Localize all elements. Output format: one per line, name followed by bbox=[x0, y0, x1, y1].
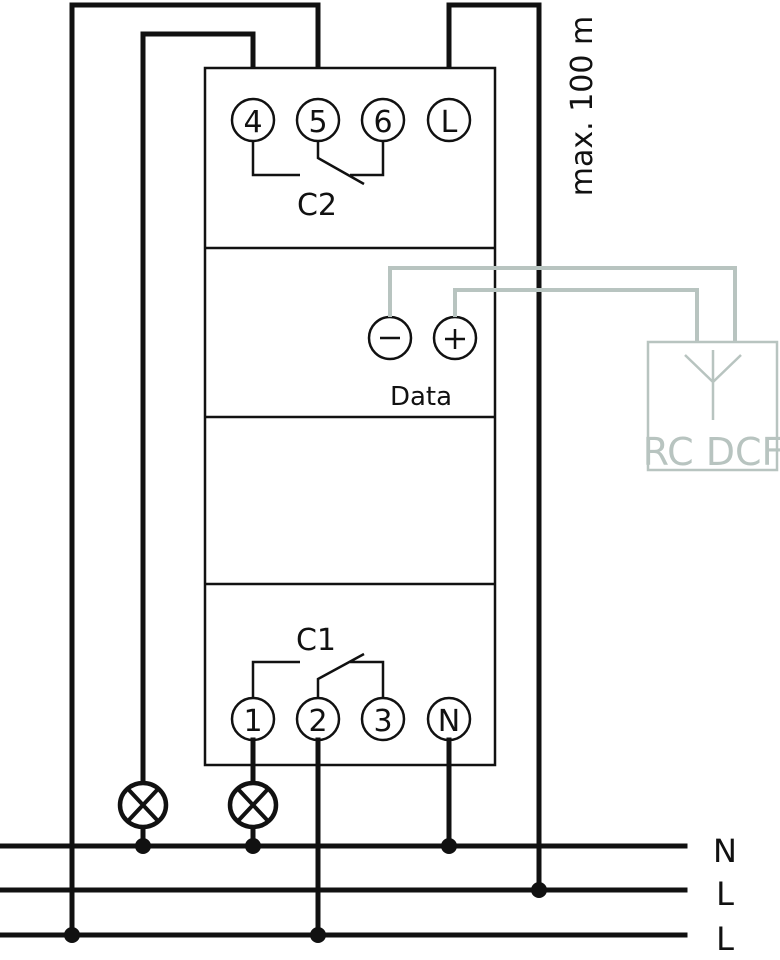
data-cable-minus bbox=[388, 266, 737, 342]
bus-label-n: N bbox=[713, 832, 737, 870]
bus-label-l1: L bbox=[716, 875, 734, 913]
terminal-L-label: L bbox=[441, 105, 458, 140]
wire-l1-to-terminal-L bbox=[446, 2, 542, 893]
terminal-3-label: 3 bbox=[373, 704, 392, 739]
terminal-L: L bbox=[426, 97, 472, 143]
terminal-4-label: 4 bbox=[243, 105, 262, 140]
data-label: Data bbox=[390, 382, 452, 412]
terminal-1-label: 1 bbox=[243, 704, 262, 739]
rc-dcf-module bbox=[646, 340, 779, 472]
terminal-5-label: 5 bbox=[308, 105, 327, 140]
junction-dot bbox=[310, 927, 326, 943]
terminal-2: 2 bbox=[295, 696, 341, 742]
data-terminal-plus bbox=[432, 315, 478, 361]
rc-dcf-label: RC DCF bbox=[643, 430, 780, 474]
antenna-icon bbox=[684, 350, 742, 420]
contact-c2-label: C2 bbox=[297, 188, 337, 223]
lamp-2-icon bbox=[227, 780, 279, 830]
contact-c1-label: C1 bbox=[296, 623, 336, 658]
wire-l2-to-terminal-5 bbox=[69, 2, 321, 938]
contact-c2-switch bbox=[251, 141, 385, 186]
junction-dot bbox=[531, 882, 547, 898]
terminal-N: N bbox=[426, 696, 472, 742]
bus-label-l2: L bbox=[716, 920, 734, 958]
terminal-N-label: N bbox=[438, 704, 460, 739]
terminal-6: 6 bbox=[360, 97, 406, 143]
junction-dot bbox=[135, 838, 151, 854]
junction-dot bbox=[245, 838, 261, 854]
terminal-6-label: 6 bbox=[373, 105, 392, 140]
junction-dot bbox=[64, 927, 80, 943]
plus-icon bbox=[445, 329, 465, 349]
terminal-2-label: 2 bbox=[308, 704, 327, 739]
data-terminal-minus bbox=[367, 315, 413, 361]
terminal-4: 4 bbox=[230, 97, 276, 143]
terminal-3: 3 bbox=[360, 696, 406, 742]
junction-dot bbox=[441, 838, 457, 854]
data-cable-plus bbox=[453, 288, 699, 342]
contact-c1-switch bbox=[251, 652, 385, 698]
lamp-1-icon bbox=[117, 780, 169, 830]
terminal-1: 1 bbox=[230, 696, 276, 742]
distance-note: max. 100 m bbox=[565, 16, 600, 196]
terminal-5: 5 bbox=[295, 97, 341, 143]
